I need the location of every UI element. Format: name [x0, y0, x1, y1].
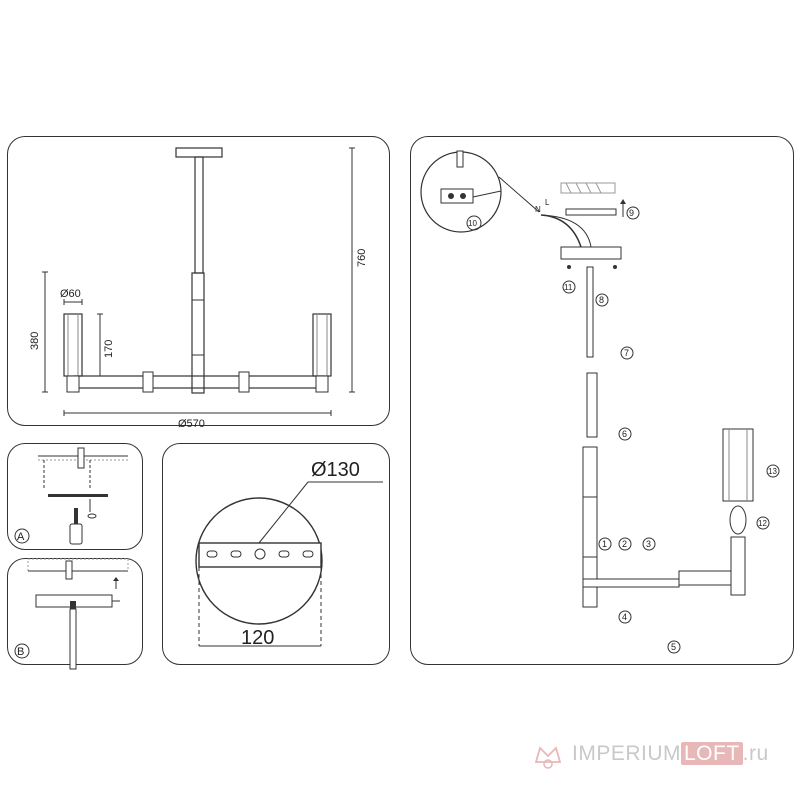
screwdriver-icon — [74, 508, 78, 524]
wire-l: L — [545, 198, 550, 207]
step-12-label: 12 — [758, 519, 767, 528]
horizontal-arm — [73, 375, 325, 389]
canopy — [560, 246, 622, 260]
step-1-label: 1 — [602, 539, 607, 549]
step-9-label: 9 — [629, 208, 634, 218]
dim-mount-diameter: Ø130 — [311, 459, 360, 481]
crown-logo-icon — [534, 746, 562, 769]
dim-380: 380 — [29, 332, 41, 350]
step-8-label: 8 — [599, 295, 604, 305]
step-3-label: 3 — [646, 539, 651, 549]
dim-170: 170 — [103, 340, 115, 358]
mount-plate-drawing: Ø130 120 — [195, 459, 383, 649]
step-2-label: 2 — [622, 539, 627, 549]
step-a-panel: A — [7, 443, 143, 550]
left-shade — [63, 313, 83, 377]
step-10-label: 10 — [468, 219, 477, 228]
socket — [730, 536, 746, 596]
brand-part3: .ru — [742, 742, 769, 765]
dim-diameter-60: Ø60 — [60, 288, 81, 300]
step-a-label: A — [17, 531, 25, 543]
upper-stem — [586, 266, 594, 358]
step-b-label: B — [17, 646, 24, 658]
dim-760: 760 — [356, 249, 368, 267]
step-b-panel: B — [7, 558, 143, 670]
brand-part1: IMPERIUM — [572, 742, 681, 765]
brand-part2: LOFT — [681, 742, 743, 765]
central-body — [582, 446, 598, 608]
step-5-label: 5 — [671, 642, 676, 652]
assembly-panel: 10 9 N L 11 8 7 6 1 — [410, 136, 794, 665]
canopy — [175, 147, 223, 158]
step-6-label: 6 — [622, 429, 627, 439]
mount-bar — [198, 542, 322, 568]
assembly-drawing: 10 9 N L 11 8 7 6 1 — [420, 150, 780, 654]
dim-mount-spacing: 120 — [241, 627, 274, 649]
central-body — [191, 272, 205, 394]
step-13-label: 13 — [768, 467, 777, 476]
mount-panel: Ø130 120 — [162, 443, 390, 665]
right-shade — [312, 313, 332, 377]
dim-width-570: Ø570 — [178, 418, 205, 430]
mounting-bar — [565, 208, 617, 216]
step-b-drawing: B — [14, 558, 129, 670]
step-a-drawing: A — [14, 447, 128, 545]
shade — [722, 428, 754, 502]
wire-n: N — [535, 205, 541, 214]
step-4-label: 4 — [622, 612, 627, 622]
mount-circle — [195, 497, 323, 625]
stem — [69, 608, 77, 670]
step-11-label: 11 — [564, 283, 573, 292]
bulb — [729, 505, 747, 535]
dimensions-panel: Ø60 380 170 760 Ø570 — [7, 136, 390, 430]
middle-stem — [586, 372, 598, 438]
stem — [194, 156, 204, 274]
chandelier-dimension-drawing: Ø60 380 170 760 Ø570 — [29, 147, 368, 430]
step-7-label: 7 — [624, 348, 629, 358]
arm — [582, 578, 680, 588]
